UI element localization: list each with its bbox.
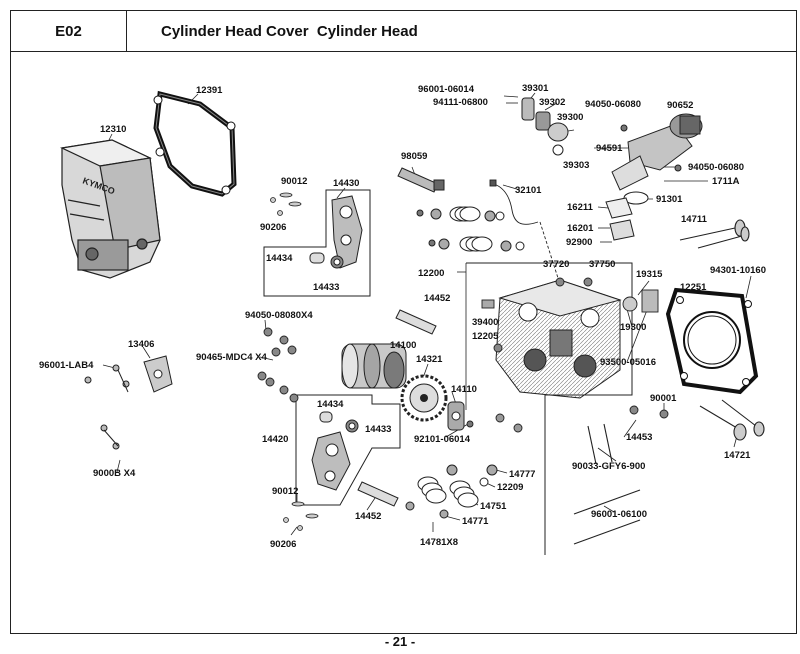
part-label: 14110: [451, 384, 477, 395]
part-label: 12209: [497, 482, 523, 493]
section-header: E02 Cylinder Head Cover Cylinder Head: [10, 10, 797, 52]
part-label: 90033-GFY6-900: [572, 461, 645, 472]
part-label: 96001-06014: [418, 84, 475, 95]
head-gasket: [665, 287, 759, 395]
camshaft-holder: [447, 401, 465, 431]
cylinder-head-cover: KYMCO: [59, 139, 161, 279]
part-label: 94050-06080: [688, 162, 744, 173]
part-label: 96001-LAB4: [39, 360, 94, 371]
part-label: 39400: [472, 317, 498, 328]
part-label: 14452: [424, 293, 450, 304]
part-label: 14434: [266, 253, 293, 264]
spark-plug: [397, 167, 445, 193]
cylinder-head: [495, 279, 622, 399]
part-label: 14420: [262, 434, 288, 445]
part-label: 90206: [260, 222, 286, 233]
part-label: 12251: [680, 282, 707, 293]
part-label: 98059: [401, 151, 427, 162]
part-label: 96001-06100: [591, 509, 647, 520]
rocker-arm-group-box: [263, 189, 371, 297]
part-label: 14452: [355, 511, 381, 522]
part-label: 14771: [462, 516, 489, 527]
cover-gasket: [153, 90, 237, 197]
part-label: 39302: [539, 97, 565, 108]
part-label: 19300: [620, 322, 646, 333]
part-label: 14721: [724, 450, 751, 461]
section-code: E02: [11, 11, 127, 52]
part-label: 9000B X4: [93, 468, 136, 479]
part-label: 14453: [626, 432, 652, 443]
small-pins-lower: [283, 501, 319, 531]
camshaft: [341, 343, 407, 389]
sensor-wire: [489, 179, 559, 279]
part-label: 14711: [681, 214, 708, 225]
part-label: 94050-06080: [585, 99, 641, 110]
small-pins-upper: [270, 192, 302, 216]
cam-sprocket: [400, 374, 448, 422]
part-label: 12310: [100, 124, 126, 135]
part-label: 90001: [650, 393, 677, 404]
part-label: 91301: [656, 194, 683, 205]
part-label: 14781X8: [420, 537, 458, 548]
valve-springs: [417, 206, 493, 508]
part-label: 13406: [128, 339, 154, 350]
diagram-frame: [10, 51, 797, 634]
part-label: 14433: [313, 282, 339, 293]
part-label: 39300: [557, 112, 583, 123]
part-label: 92101-06014: [414, 434, 471, 445]
part-label: 16201: [567, 223, 594, 234]
part-label: 14434: [317, 399, 344, 410]
part-label: 90206: [270, 539, 296, 550]
nuts-and-washers: [257, 327, 299, 403]
part-label: 37750: [589, 259, 615, 270]
part-label: 14777: [509, 469, 535, 480]
part-label: 94591: [596, 143, 623, 154]
part-label: 93500-05016: [600, 357, 656, 368]
part-label: 90465-MDC4 X4: [196, 352, 267, 363]
injector-parts: [521, 97, 682, 172]
part-label: 12205: [472, 331, 499, 342]
part-label: 94111-06800: [433, 97, 488, 108]
tensioner-bracket: [143, 355, 173, 393]
part-label: 39301: [522, 83, 549, 94]
part-label: 94301-10160: [710, 265, 766, 276]
part-label: 14100: [390, 340, 416, 351]
misc-head-parts: [466, 277, 669, 433]
part-labels: 12391 12310 90012 14430 90206 14434 1443…: [39, 83, 766, 550]
part-label: 1711A: [712, 176, 740, 187]
part-label: 37720: [543, 259, 569, 270]
intake-assembly: [605, 113, 703, 241]
part-label: 39303: [563, 160, 589, 171]
valves-exhaust: [699, 399, 765, 441]
part-label: 32101: [515, 185, 542, 196]
head-bolts: [573, 423, 641, 545]
part-label: 94050-08080X4: [245, 310, 313, 321]
part-label: 90012: [272, 486, 298, 497]
part-label: 12391: [196, 85, 223, 96]
part-label: 16211: [567, 202, 594, 213]
page-number: - 21 -: [384, 634, 416, 649]
rocker-arm-lower: [311, 411, 359, 491]
bracket-bolts: [84, 364, 130, 450]
part-label: 14751: [480, 501, 507, 512]
part-label: 12200: [418, 268, 444, 279]
rocker-shafts: [357, 309, 437, 507]
part-label: 19315: [636, 269, 663, 280]
part-label: 14321: [416, 354, 443, 365]
rocker-arm-upper: [309, 195, 363, 269]
page-title: Cylinder Head Cover Cylinder Head: [161, 23, 418, 40]
part-label: 92900: [566, 237, 592, 248]
cylinder-head-group-box: [466, 262, 633, 555]
part-label: 90652: [667, 100, 693, 111]
part-label: 14433: [365, 424, 391, 435]
part-label: 90012: [281, 176, 307, 187]
lower-rocker-group-box: [295, 394, 401, 506]
part-label: 14430: [333, 178, 359, 189]
valve-retainers: [405, 208, 525, 519]
valves-intake: [679, 219, 750, 249]
